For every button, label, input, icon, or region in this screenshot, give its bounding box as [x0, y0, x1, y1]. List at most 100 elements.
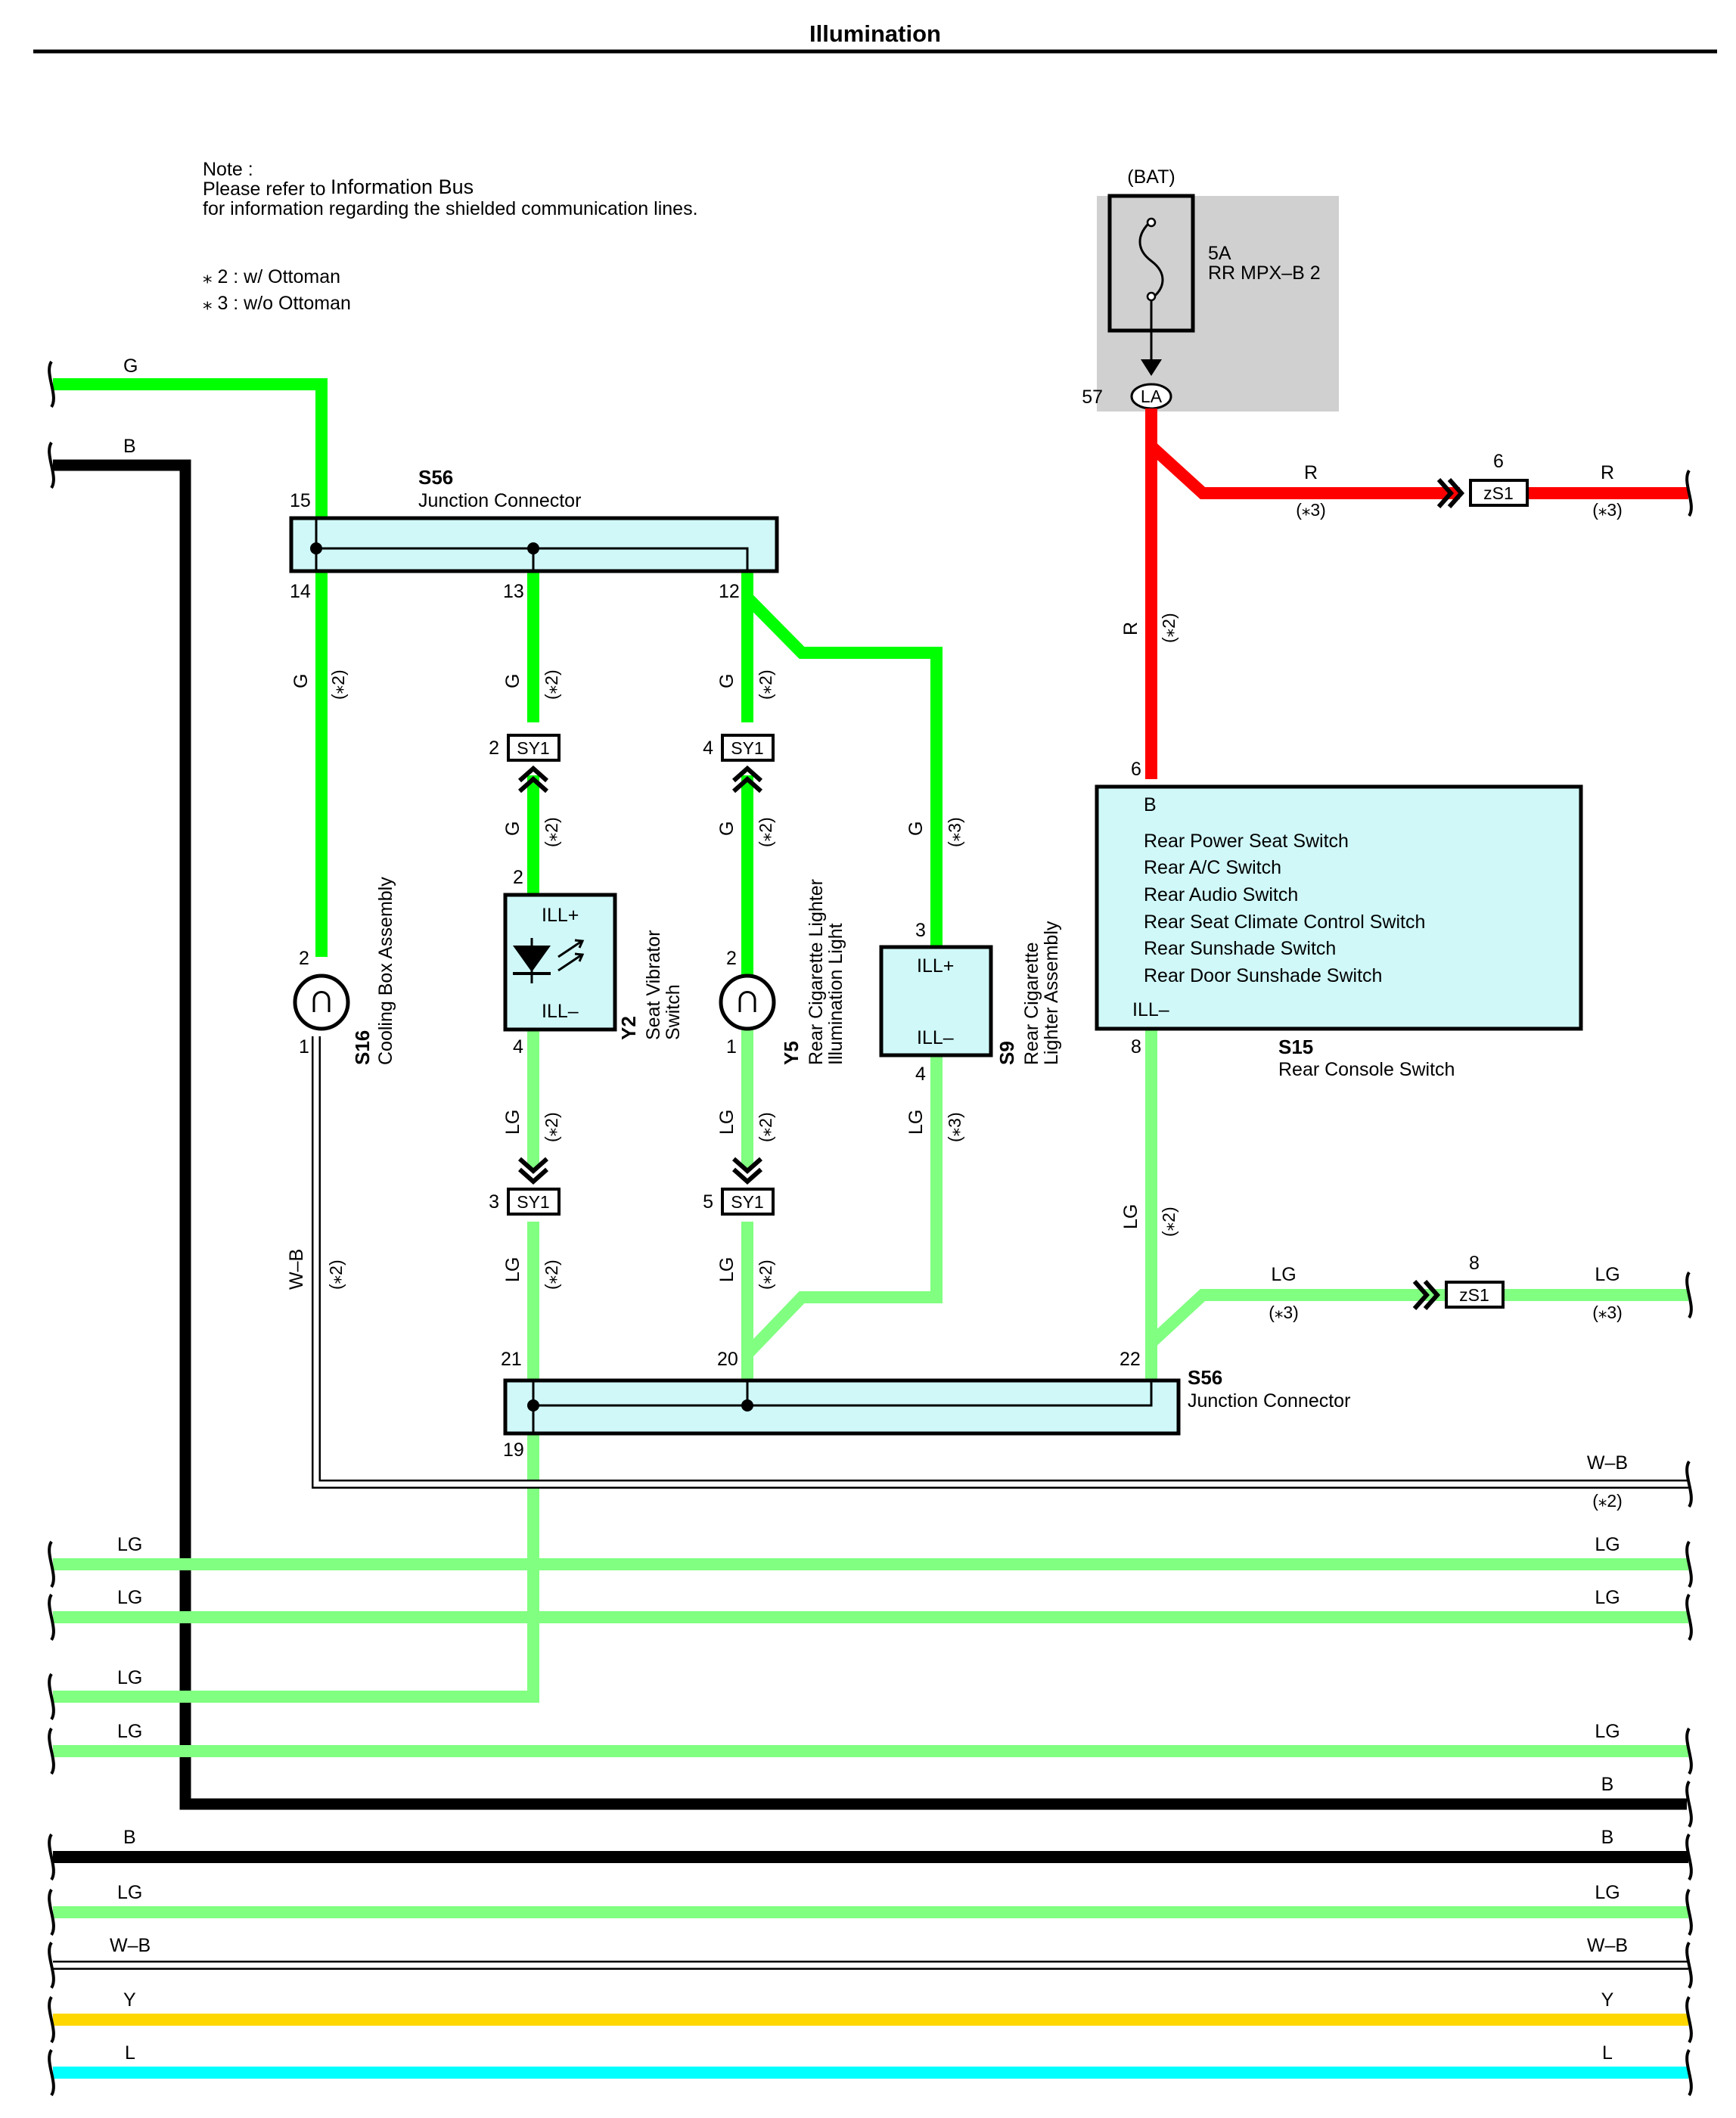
notes: Note : Please refer to Information Bus f…: [203, 159, 698, 314]
label-s3-lg-zs1-branch: (⁎3): [1269, 1303, 1299, 1322]
break-right-lg4: [1685, 1888, 1693, 1936]
junction-bottom-name: Junction Connector: [1188, 1390, 1350, 1411]
s15-item-6: Rear Door Sunshade Switch: [1144, 965, 1382, 986]
break-left-l: [48, 2048, 55, 2097]
label-lg-y2: LG: [502, 1110, 523, 1135]
wire-break-marks: [48, 360, 1693, 2097]
s15-item-1: Rear Power Seat Switch: [1144, 831, 1349, 852]
junction-connector-bottom: S56 Junction Connector 21 20 22 19: [501, 1349, 1350, 1461]
label-lg-bus4-right: LG: [1595, 1882, 1620, 1903]
sy1-c-label: SY1: [517, 1192, 549, 1212]
y5-code: Y5: [780, 1041, 803, 1065]
fuse-source-label: (BAT): [1127, 166, 1175, 188]
label-s2-lg-y5: (⁎2): [756, 1112, 775, 1142]
fuse-element-icon: [1138, 219, 1164, 300]
y5-filament-icon: [738, 991, 756, 1012]
fuse-rr-mpx-b2: (BAT) 5A RR MPX–B 2 57 LA: [1082, 166, 1339, 411]
component-s15: B Rear Power Seat Switch Rear A/C Switch…: [1095, 759, 1583, 1080]
zs1-b-pin: 8: [1469, 1253, 1480, 1274]
junction-bottom-node-21: [527, 1399, 539, 1411]
junction-top-pin12: 12: [719, 581, 740, 602]
y2-code: Y2: [617, 1016, 640, 1040]
s9-code: S9: [995, 1041, 1018, 1065]
label-g-top: G: [123, 356, 138, 377]
label-b-bus-right: B: [1601, 1827, 1614, 1848]
break-left-wb: [48, 1941, 55, 1989]
connector-sy1-d: SY1 5: [703, 1157, 775, 1216]
label-g-s9: G: [905, 821, 927, 836]
label-r-right: R: [1601, 462, 1614, 483]
break-left-g: [48, 360, 55, 408]
junction-bottom-node-20: [741, 1399, 753, 1411]
label-lg-y5: LG: [716, 1110, 738, 1135]
junction-top-pin14: 14: [290, 581, 311, 602]
label-s2-pin14: (⁎2): [328, 669, 348, 700]
connector-zs1-a: zS1 6: [1436, 451, 1529, 508]
label-lg-s9: LG: [905, 1110, 927, 1135]
y5-pin-top: 2: [726, 948, 737, 969]
junction-bottom-pin21: 21: [501, 1349, 522, 1370]
break-right-lg: [1685, 1271, 1693, 1319]
break-right-b2: [1685, 1833, 1693, 1881]
s15-code: S15: [1278, 1036, 1313, 1058]
break-left-lg1: [48, 1540, 55, 1588]
label-lg-bus4-left: LG: [117, 1721, 142, 1742]
s9-name1: Rear Cigarette: [1021, 942, 1042, 1065]
y5-lamp-icon: [719, 974, 776, 1031]
s9-pin-bottom: 4: [915, 1064, 926, 1085]
s15-name: Rear Console Switch: [1278, 1059, 1455, 1080]
zs1-b-body: [1445, 1281, 1505, 1309]
break-right-y: [1685, 1995, 1693, 2044]
junction-top-node-14: [310, 542, 322, 554]
break-right-lg3: [1685, 1727, 1693, 1775]
sy1-b-label: SY1: [731, 738, 763, 758]
label-lg-bus1-right: LG: [1595, 1534, 1620, 1555]
sy1-a-pin: 2: [489, 738, 499, 759]
y2-ill-plus: ILL+: [542, 905, 579, 926]
s15-pin-bottom: 8: [1131, 1036, 1141, 1057]
wires: [53, 378, 1688, 2079]
s15-item-2: Rear A/C Switch: [1144, 857, 1281, 878]
s15-ill-minus: ILL–: [1132, 999, 1169, 1020]
sy1-d-label: SY1: [731, 1192, 763, 1212]
sy1-b-chevron-icon: [732, 765, 762, 793]
break-left-b: [48, 441, 55, 489]
label-s3-s9: (⁎3): [945, 817, 964, 847]
fuse-terminal-bottom: [1146, 291, 1157, 302]
information-bus-link[interactable]: Information Bus: [331, 175, 474, 198]
break-left-lg3: [48, 1672, 55, 1721]
junction-bottom-bus2: [533, 1380, 1153, 1407]
label-g-pin12: G: [716, 674, 738, 688]
sy1-d-pin: 5: [703, 1191, 713, 1213]
fuse-terminal-top: [1146, 217, 1157, 228]
junction-top-pin15: 15: [290, 490, 311, 511]
label-wb-bus-right: W–B: [1587, 1935, 1628, 1956]
note-star2: ⁎ 2 : w/ Ottoman: [203, 266, 340, 287]
fuse-box-background: [1097, 196, 1339, 411]
label-s2-wb-vertical: (⁎2): [326, 1259, 346, 1290]
y2-led-ray1: [557, 939, 585, 958]
label-lg-bus2-left: LG: [117, 1587, 142, 1608]
s15-pin-b: B: [1144, 794, 1157, 815]
sy1-d-body: [721, 1188, 775, 1216]
break-right-l: [1685, 2048, 1693, 2097]
junction-top-name: Junction Connector: [418, 490, 581, 511]
label-s3-lg-s9: (⁎3): [945, 1112, 964, 1142]
connector-zs1-b: zS1 8: [1412, 1253, 1505, 1310]
label-s3-r-branch: (⁎3): [1296, 500, 1326, 520]
s9-name2: Lighter Assembly: [1041, 921, 1062, 1065]
s16-filament-icon: [312, 991, 331, 1012]
component-y2: ILL+ ILL– 2 4 Y2 Seat Vibrator Switch: [503, 867, 684, 1057]
wire-lg-pin19: [53, 1431, 539, 1703]
label-lg-zs1-right: LG: [1595, 1264, 1620, 1285]
s15-item-4: Rear Seat Climate Control Switch: [1144, 911, 1425, 933]
fuse-arrow-icon: [1141, 359, 1162, 376]
junction-bottom-pin20: 20: [717, 1349, 738, 1370]
label-r-branch: R: [1304, 462, 1318, 483]
label-wb-bus-left: W–B: [110, 1935, 151, 1956]
label-b-bus-left: B: [123, 1827, 136, 1848]
zs1-b-chevron-icon: [1412, 1280, 1441, 1310]
label-b-top: B: [123, 436, 136, 457]
y5-pin-bottom: 1: [726, 1036, 737, 1057]
s16-name: Cooling Box Assembly: [375, 877, 396, 1065]
